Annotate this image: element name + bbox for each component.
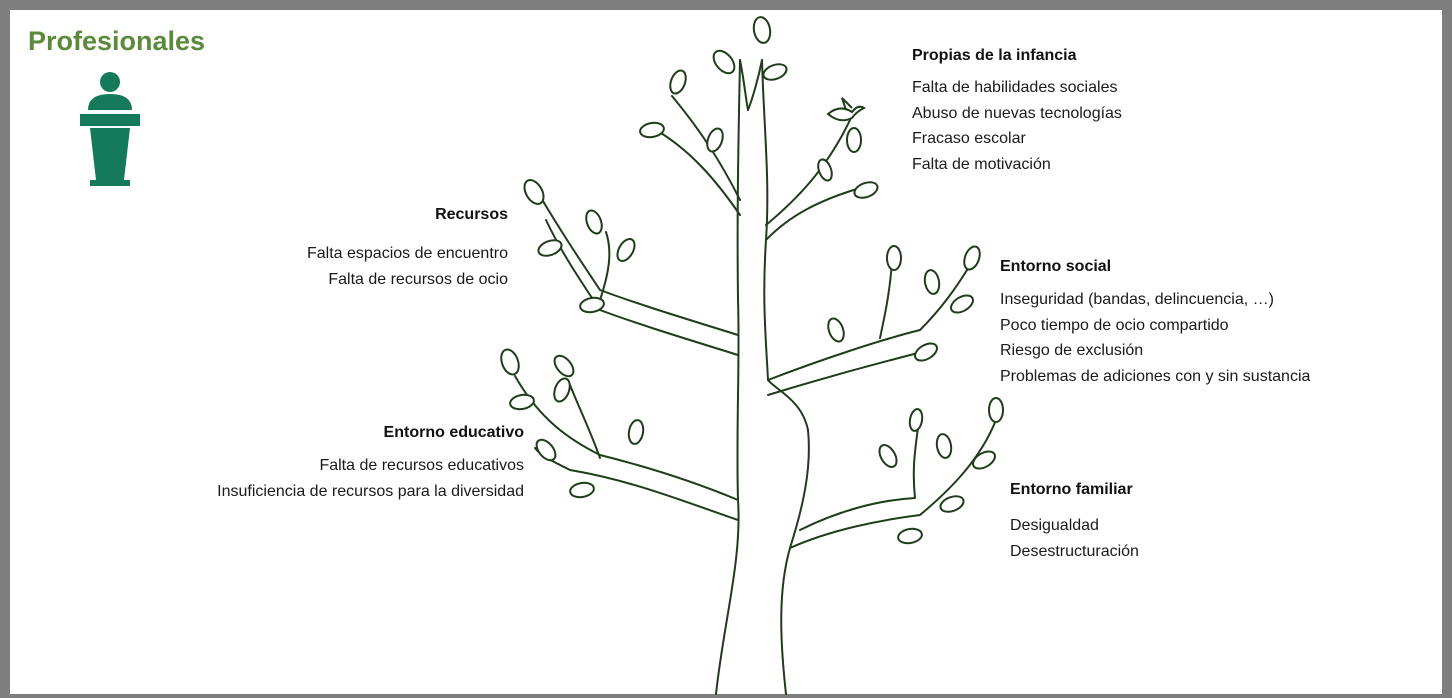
list-item: Problemas de adiciones con y sin sustanc… (1000, 367, 1311, 385)
bird-icon (826, 97, 866, 122)
group-recursos: Recursos Falta espacios de encuentro Fal… (307, 205, 508, 292)
list-item: Falta de recursos de ocio (328, 270, 508, 288)
list-item: Falta de recursos educativos (319, 457, 524, 474)
tree-trunk (715, 59, 741, 695)
list-item: Falta de motivación (912, 155, 1051, 173)
group-heading: Entorno educativo (383, 424, 524, 441)
list-item: Desigualdad (1010, 517, 1099, 534)
group-heading: Entorno social (1000, 258, 1112, 275)
group-heading: Recursos (435, 206, 508, 223)
list-item: Falta de habilidades sociales (912, 79, 1118, 96)
group-entorno-educativo: Entorno educativo Falta de recursos educ… (217, 423, 524, 504)
list-item: Desestructuración (1010, 542, 1139, 560)
list-item: Poco tiempo de ocio compartido (1000, 316, 1229, 334)
list-item: Inseguridad (bandas, delincuencia, …) (1000, 291, 1274, 308)
group-heading: Entorno familiar (1010, 481, 1133, 498)
group-heading: Propias de la infancia (912, 47, 1077, 64)
list-item: Fracaso escolar (912, 130, 1026, 147)
list-item: Insuficiencia de recursos para la divers… (217, 482, 524, 500)
group-entorno-social: Entorno social Inseguridad (bandas, deli… (1000, 257, 1310, 389)
list-item: Abuso de nuevas tecnologías (912, 104, 1122, 122)
tree-trunk (761, 59, 810, 695)
list-item: Riesgo de exclusión (1000, 342, 1144, 359)
list-item: Falta espacios de encuentro (306, 245, 508, 262)
group-propias-infancia: Propias de la infancia Falta de habilida… (912, 46, 1122, 177)
group-entorno-familiar: Entorno familiar Desigualdad Desestructu… (1010, 480, 1139, 564)
podium-speaker-icon (80, 72, 140, 186)
page-title: Profesionales (28, 26, 206, 56)
